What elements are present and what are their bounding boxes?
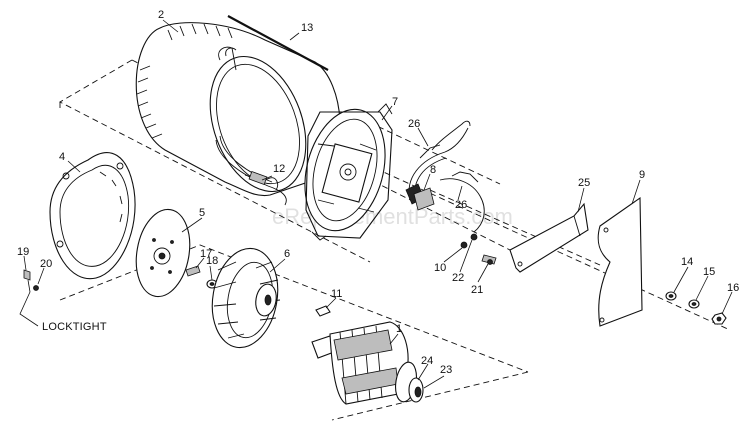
leader-lines (23, 19, 733, 389)
callout-13: 13 (301, 22, 313, 34)
callout-12: 12 (273, 163, 285, 175)
callout-10: 10 (434, 262, 446, 274)
callout-24: 24 (421, 355, 433, 367)
callout-8: 8 (430, 164, 436, 176)
callouts: 2 13 7 26 4 12 8 26 25 9 5 19 20 17 18 6… (17, 9, 739, 376)
part-end-bracket (304, 103, 393, 241)
callout-25: 25 (578, 177, 590, 189)
callout-21: 21 (471, 284, 483, 296)
part-washers-nut (665, 291, 727, 325)
callout-14: 14 (681, 256, 693, 268)
part-brush-holder (405, 120, 485, 233)
callout-4: 4 (59, 151, 65, 163)
part-key (315, 305, 331, 317)
part-fan (211, 247, 281, 349)
part-brush-cover (509, 202, 589, 273)
callout-7: 7 (392, 96, 398, 108)
callout-22: 22 (452, 272, 464, 284)
part-locktight-screws (19, 269, 39, 327)
callout-1: 1 (396, 323, 402, 335)
part-flex-plate (135, 208, 191, 298)
callout-11: 11 (331, 288, 342, 300)
callout-18: 18 (206, 255, 218, 267)
part-rotor (311, 321, 424, 405)
callout-26: 26 (408, 118, 420, 130)
callout-5: 5 (199, 207, 205, 219)
callout-17: 17 (200, 248, 212, 260)
locktight-note: LOCKTIGHT (42, 321, 107, 333)
callout-16: 16 (727, 282, 739, 294)
part-bolt-washer (185, 265, 218, 289)
callout-6: 6 (284, 248, 290, 260)
part-end-cover-plate (597, 196, 643, 327)
callout-9: 9 (639, 169, 645, 181)
callout-23: 23 (440, 364, 452, 376)
part-screws-small (460, 233, 497, 265)
callout-15: 15 (703, 266, 715, 278)
part-wire-harness (244, 170, 279, 191)
part-through-bolt (227, 15, 329, 71)
part-stator-housing (135, 22, 341, 206)
callout-2: 2 (158, 9, 164, 21)
callout-26-lower: 26 (455, 199, 467, 211)
callout-19: 19 (17, 246, 29, 258)
part-fan-housing (49, 152, 136, 280)
callout-20: 20 (40, 258, 52, 270)
